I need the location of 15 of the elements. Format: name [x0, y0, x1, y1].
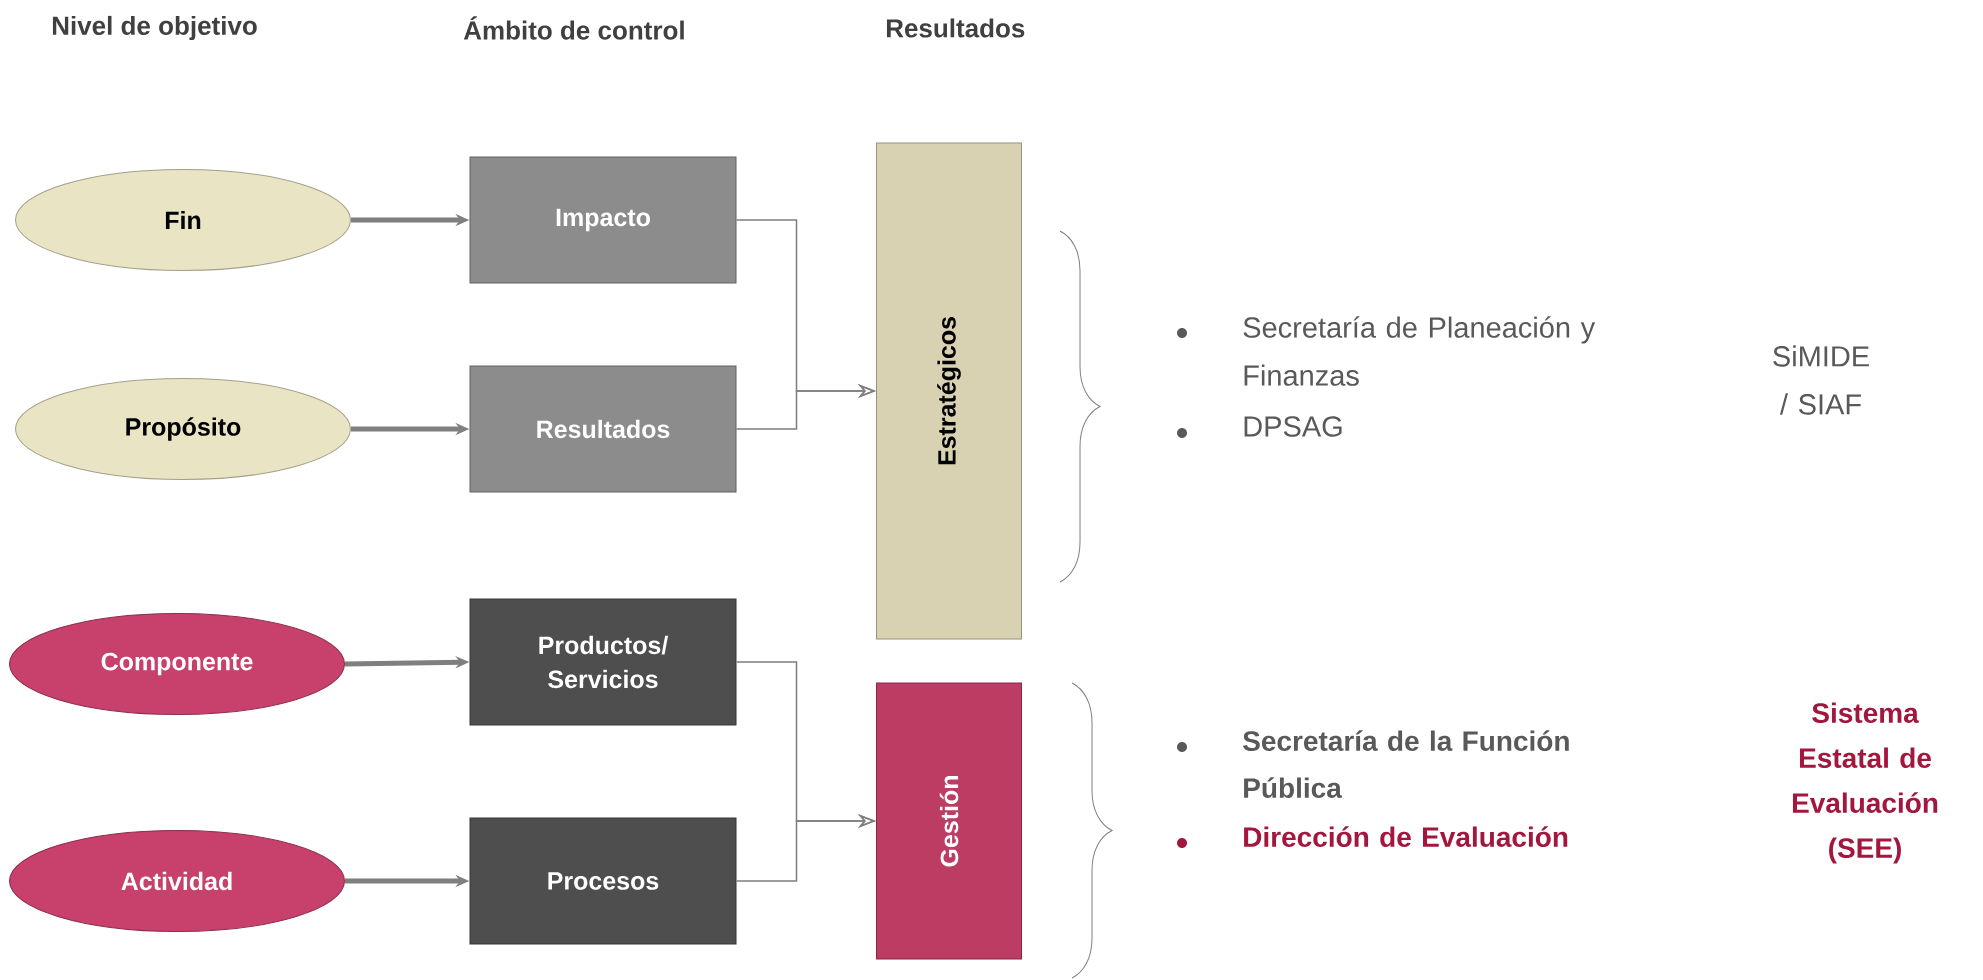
control-box: Resultados — [469, 365, 737, 493]
label-text: Resultados — [886, 18, 1025, 38]
control-box: Productos/ Servicios — [469, 598, 737, 726]
label-text: DPSAG — [1244, 416, 1342, 437]
control-box: Procesos — [469, 817, 737, 945]
label-text: Secretaría de la Función Pública — [1243, 730, 1569, 798]
label-text: Secretaría de Planeación y Finanzas — [1243, 316, 1596, 386]
label-text: Dirección de Evaluación — [1244, 826, 1568, 847]
label-text: Nivel de objetivo — [52, 15, 257, 41]
control-box: Impacto — [469, 156, 737, 284]
label-text: SiMIDE / SIAF — [1773, 345, 1869, 415]
result-bar: Estratégicos — [876, 142, 1022, 640]
result-bar: Gestión — [876, 682, 1022, 960]
label-text: Ámbito de control — [463, 16, 684, 40]
label-text: Sistema Estatal de Evaluación (SEE) — [1792, 702, 1938, 864]
